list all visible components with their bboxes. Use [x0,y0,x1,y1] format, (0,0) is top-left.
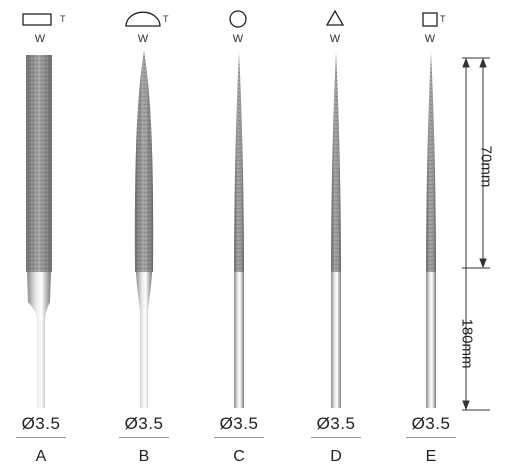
dim-180-arrow-up [462,57,470,68]
shank-diameter: Ø3.5 [316,414,356,433]
needle-file-round [234,52,244,408]
file-letter: C [233,448,245,465]
file-letter: B [138,448,150,465]
square-icon [422,12,438,27]
file-letter: D [330,448,342,465]
triangle-icon [325,9,345,26]
needle-file-flat [26,55,52,408]
dim-70-arrow-down [479,258,487,269]
diameter-underline [119,437,169,438]
dim-180-label: 180mm [458,318,476,369]
needle-file-square [426,52,436,408]
needle-file-half-round [134,50,154,408]
circle-icon [229,10,247,28]
width-label: W [34,33,46,45]
dim-70-arrow-up [479,57,487,68]
dimension-lines [462,57,490,411]
dim-180-arrow-down [462,400,470,411]
dim-70-label: 70mm [477,145,495,188]
diameter-underline [16,437,66,438]
diameter-underline [311,437,361,438]
shank-diameter: Ø3.5 [21,414,61,433]
half-round-icon [125,11,161,27]
shank-diameter: Ø3.5 [219,414,259,433]
thickness-label: T [163,14,169,24]
width-label: W [137,33,149,45]
width-label: W [424,33,436,45]
diameter-underline [406,437,456,438]
cross-section: W [199,8,279,45]
shank-diameter: Ø3.5 [124,414,164,433]
thickness-label: T [440,14,446,24]
width-label: W [329,33,341,45]
shank-diameter: Ø3.5 [411,414,451,433]
cross-section: W [296,8,376,45]
needle-file-triangular [331,52,341,408]
dimension-annotations: 70mm 180mm [450,50,507,420]
file-letter: A [35,448,47,465]
width-label: W [232,33,244,45]
thickness-label: T [60,14,66,24]
diameter-underline [214,437,264,438]
file-letter: E [425,448,437,465]
rectangle-icon [22,13,52,26]
